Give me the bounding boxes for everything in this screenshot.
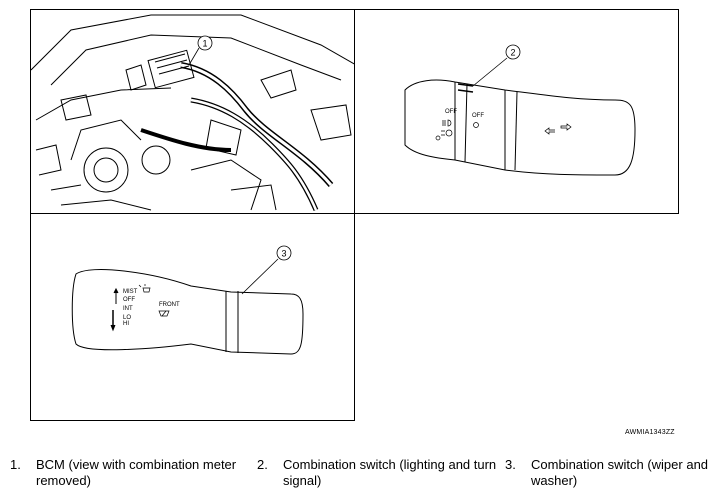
figure-code: AWMIA1343ZZ	[625, 429, 675, 436]
int-label: INT	[123, 306, 133, 312]
wiper-switch-panel: MIST OFF INT LO HI FRONT 3	[30, 213, 355, 421]
off-label-c: OFF	[123, 297, 135, 303]
callout-2: 2	[472, 44, 521, 87]
caption-number: 1.	[10, 457, 21, 472]
off-label-a: OFF	[445, 109, 457, 115]
front-label: FRONT	[159, 302, 180, 308]
headlamp-icon	[442, 119, 452, 127]
caption-number: 2.	[257, 457, 268, 472]
bcm-location-panel: 1	[30, 9, 356, 214]
caption-text: Combination switch (lighting and turn si…	[283, 457, 497, 488]
washer-icon	[138, 284, 151, 293]
wiper-icon	[158, 310, 170, 317]
turn-signal-icon	[435, 123, 572, 141]
caption-text: BCM (view with combination meter removed…	[36, 457, 237, 488]
mist-label: MIST	[123, 289, 138, 295]
lighting-switch-panel: OFF OFF 2	[354, 9, 679, 214]
off-label-b: OFF	[472, 113, 484, 119]
callout-1-label: 1	[202, 39, 207, 49]
lo-label: LO	[123, 315, 131, 321]
lighting-switch-drawing: OFF OFF 2	[404, 44, 636, 176]
callout-3-label: 3	[281, 249, 286, 259]
fog-lamp-icon	[441, 122, 479, 137]
callout-1: 1	[188, 35, 213, 66]
callout-2-label: 2	[510, 48, 515, 58]
bcm-location-drawing: 1	[31, 14, 356, 211]
hi-label: HI	[123, 321, 129, 327]
caption-text: Combination switch (wiper and washer)	[531, 457, 709, 488]
caption-number: 3.	[505, 457, 516, 472]
wiper-switch-drawing: MIST OFF INT LO HI FRONT 3	[71, 245, 304, 355]
callout-3: 3	[241, 245, 292, 295]
